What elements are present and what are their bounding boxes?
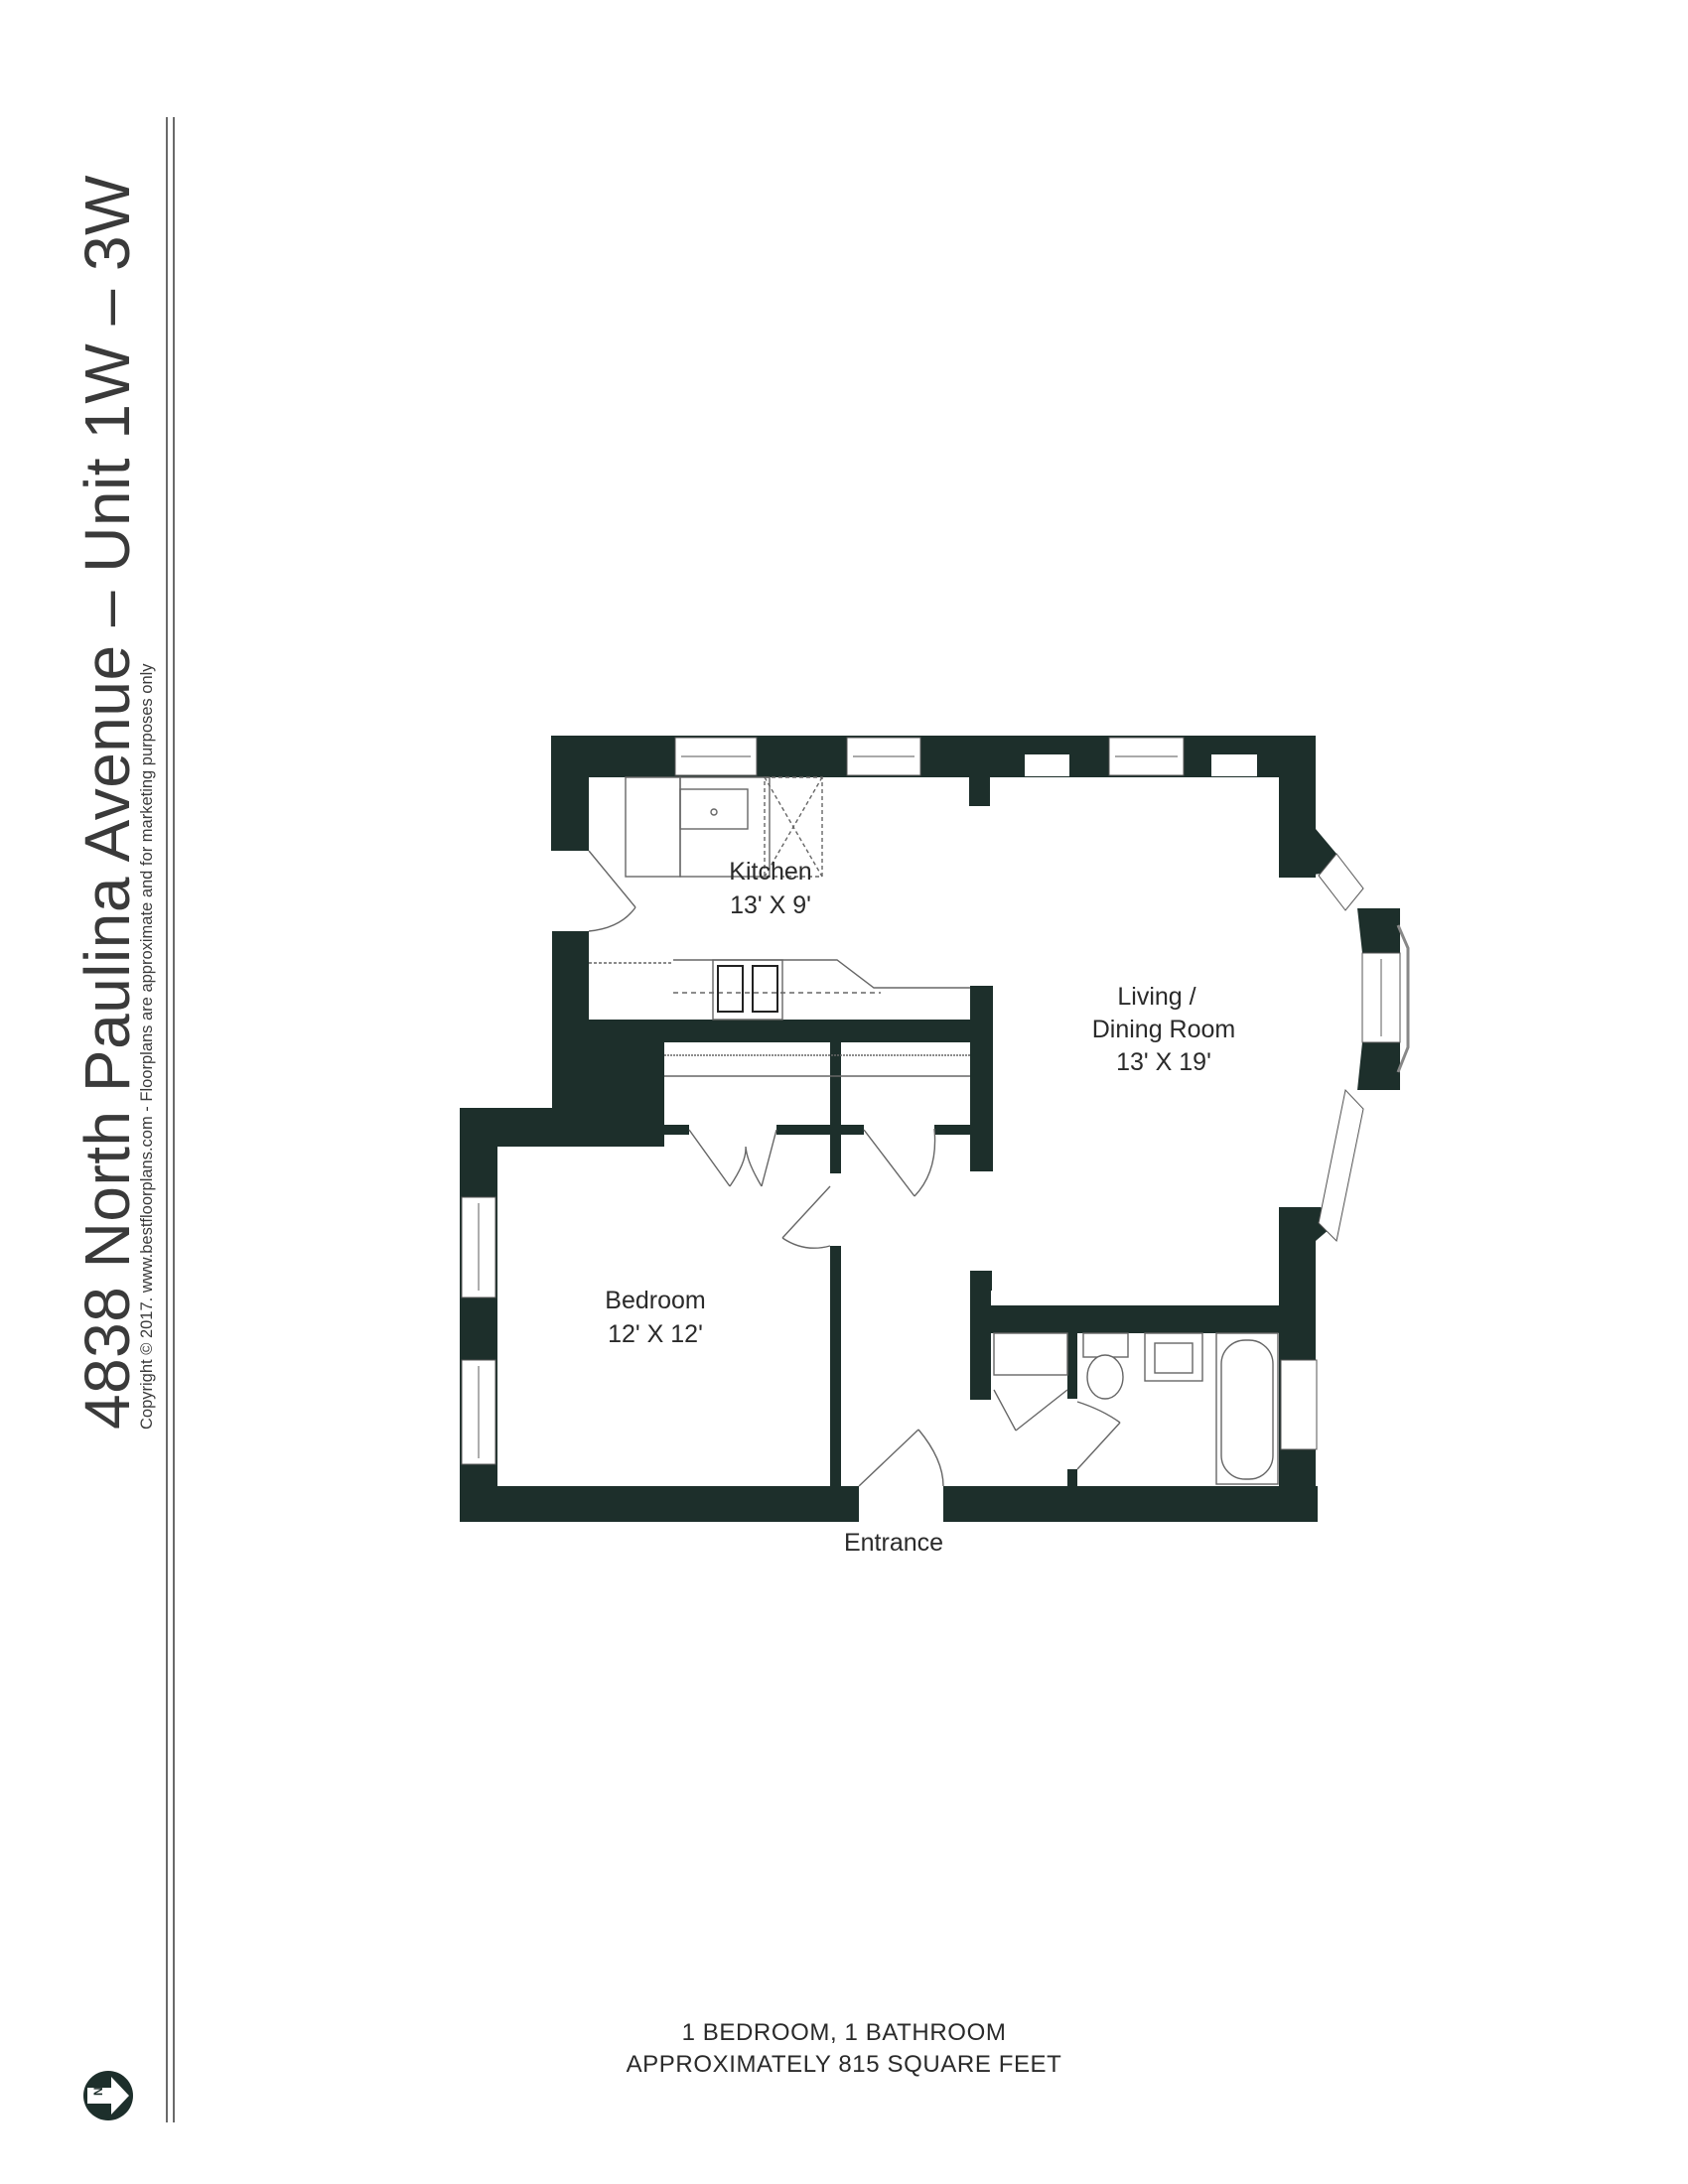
unit-summary: 1 Bedroom, 1 Bathroom (681, 2019, 1007, 2046)
kitchen-fixtures (589, 776, 970, 1077)
living-label-line2: Dining Room (1092, 1016, 1236, 1043)
doors (588, 850, 1121, 1487)
divider-line (173, 117, 175, 2122)
kitchen-label: Kitchen (729, 858, 811, 886)
window-sashes (478, 755, 1410, 1458)
living-label-line1: Living / (1117, 983, 1196, 1011)
bedroom-dimensions: 12' X 12' (608, 1320, 703, 1348)
square-footage: Approximately 815 Square Feet (626, 2051, 1062, 2078)
bathroom-fixtures (993, 1332, 1279, 1485)
room-labels: Kitchen 13' X 9' Living / Dining Room 13… (605, 858, 1235, 1557)
walls (460, 736, 1400, 1522)
north-arrow-icon: N (83, 2071, 133, 2120)
entrance-label: Entrance (844, 1529, 943, 1557)
north-label: N (91, 2087, 105, 2096)
kitchen-dimensions: 13' X 9' (730, 891, 811, 919)
living-dimensions: 13' X 19' (1116, 1048, 1211, 1076)
divider-line (166, 117, 168, 2122)
bedroom-label: Bedroom (605, 1287, 705, 1314)
